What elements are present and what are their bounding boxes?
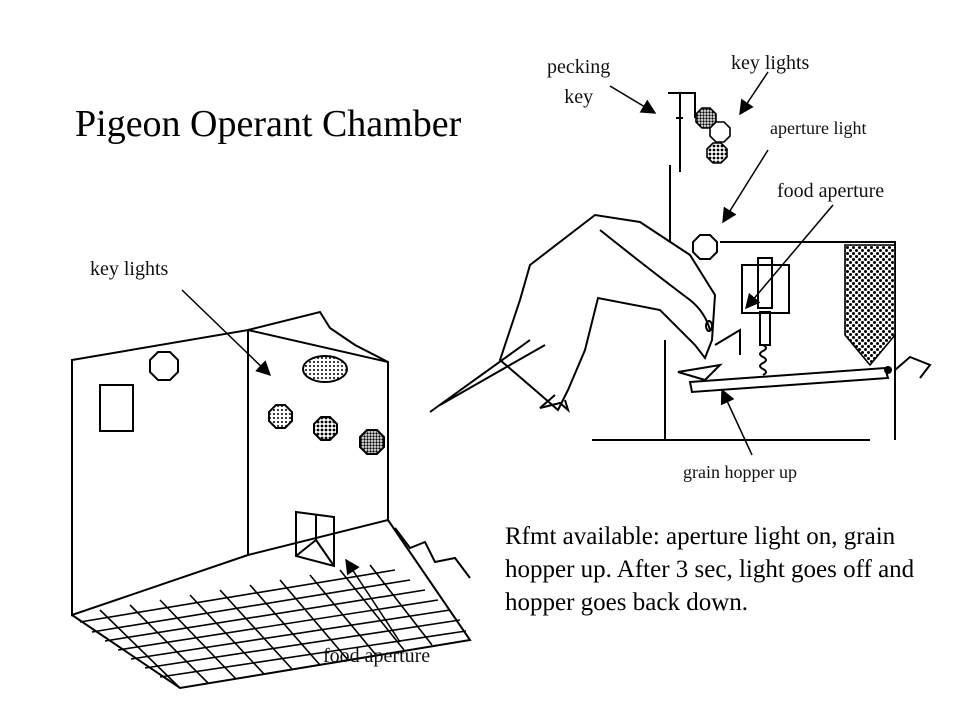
label-food-aperture-top: food aperture (777, 180, 885, 202)
arrow-food-aperture-top (745, 204, 834, 310)
key-light-ellipse (302, 355, 348, 383)
arrow-aperture-light (722, 149, 769, 224)
key-light-circle-3 (359, 429, 385, 455)
arrow-food-aperture-bottom (345, 558, 401, 643)
grain-hopper-column (844, 244, 896, 367)
label-food-aperture-bottom: food aperture (323, 645, 431, 667)
page-title: Pigeon Operant Chamber (75, 103, 462, 145)
side-wall-right (247, 329, 389, 556)
broken-wall-edge (394, 527, 471, 579)
label-aperture-light: aperture light (770, 118, 867, 138)
floor-outline (71, 519, 472, 690)
key-light-circle-2 (313, 416, 338, 441)
floor-grid (79, 564, 467, 689)
label-key-lights-top: key lights (731, 52, 810, 74)
food-aperture-inner (295, 515, 335, 567)
arrow-grain-hopper (720, 388, 753, 456)
arrow-pecking-key (609, 85, 657, 114)
key-light-circle-1 (268, 404, 293, 429)
house-light-window (99, 384, 134, 432)
arrow-key-lights-left (181, 289, 272, 377)
key-light-top-3 (706, 142, 728, 164)
arrow-key-lights-top (739, 71, 769, 116)
wall-top-edge (247, 310, 389, 363)
aperture-light-octagon (692, 234, 718, 260)
house-light-octagon (149, 351, 179, 381)
key-light-top-2 (709, 121, 731, 143)
hopper-pivot (884, 366, 892, 374)
label-key-lights-left: key lights (90, 258, 169, 280)
caption-text: Rfmt available: aperture light on, grain… (505, 523, 915, 616)
label-grain-hopper-up: grain hopper up (683, 462, 797, 482)
side-view-schematic (429, 92, 932, 441)
chamber-perspective (71, 310, 472, 690)
label-pecking-key: pecking key (547, 56, 611, 108)
